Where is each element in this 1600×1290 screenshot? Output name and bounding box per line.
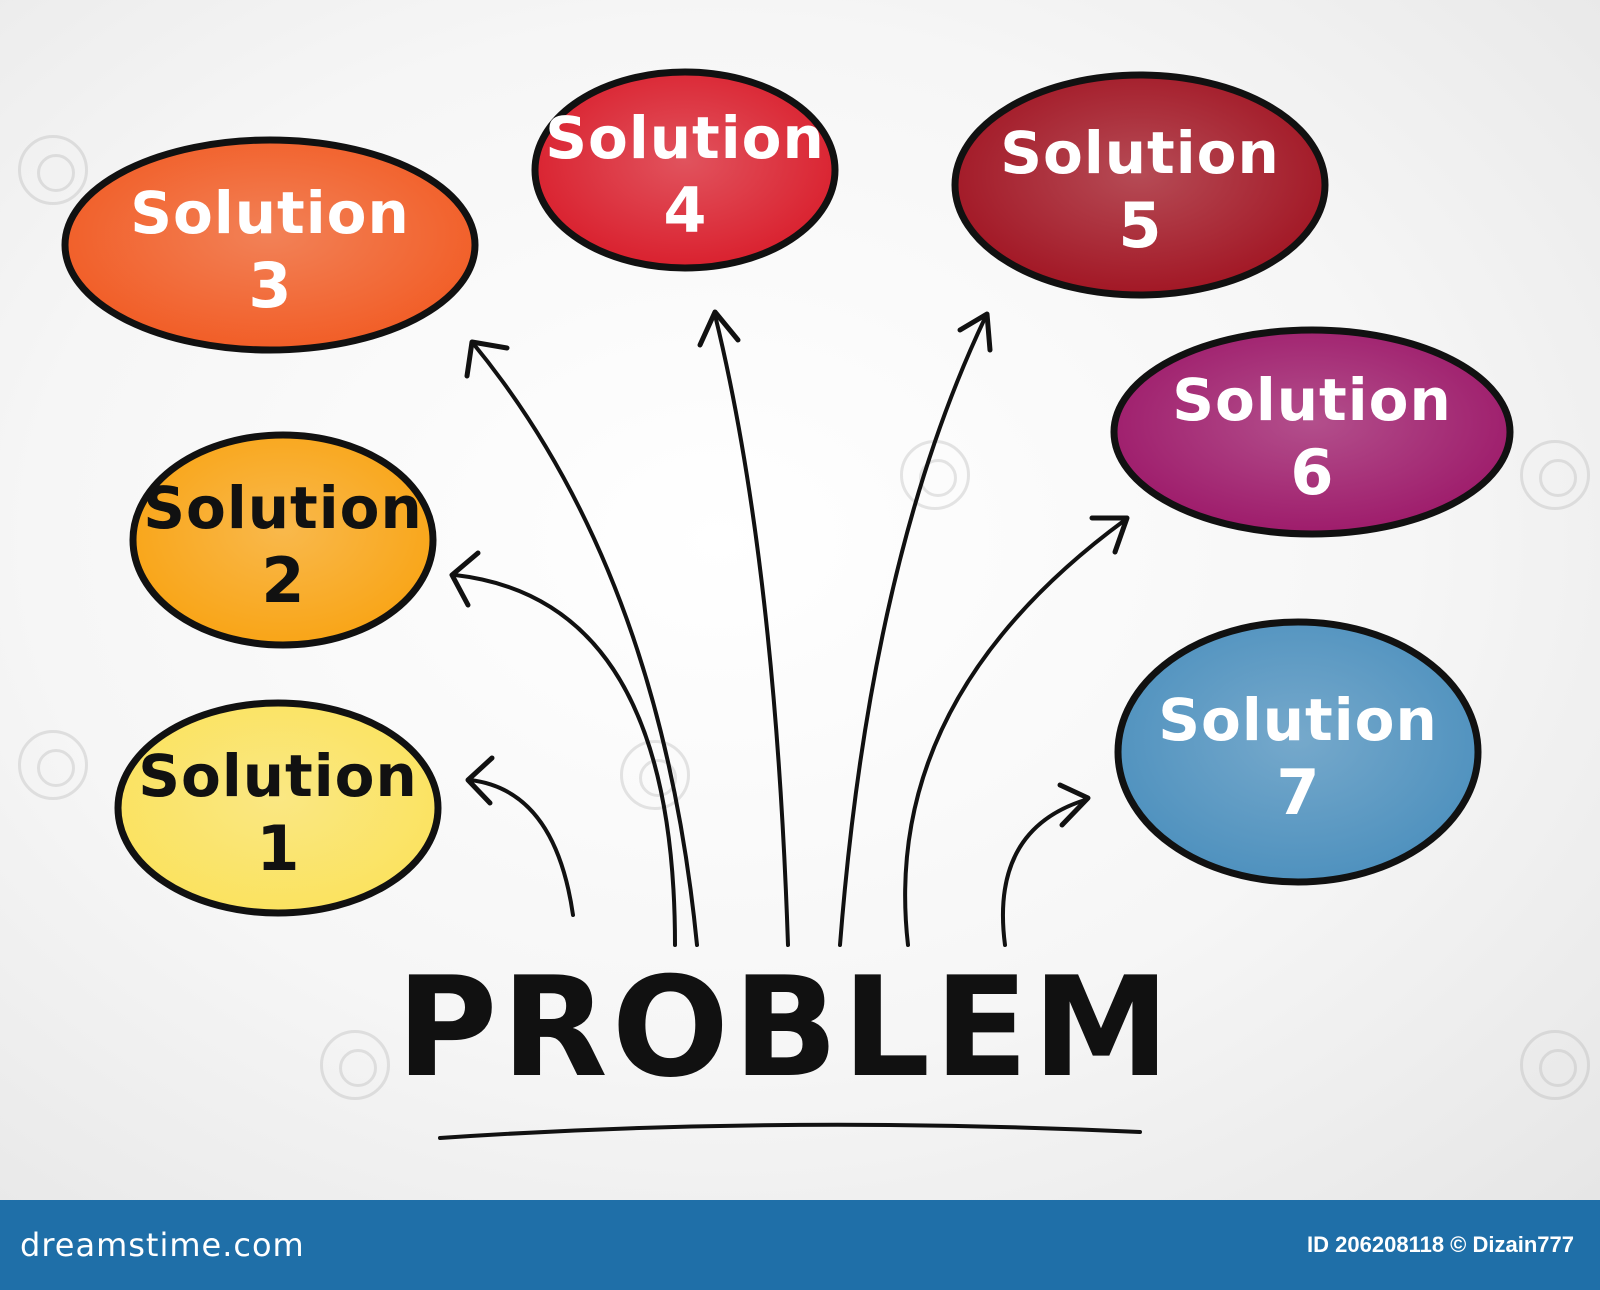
watermark-icon <box>1520 440 1590 510</box>
arrow-to-solution-1 <box>465 755 575 917</box>
arrow-line <box>838 316 987 947</box>
solution-label: Solution <box>143 474 423 542</box>
watermark-icon <box>18 135 88 205</box>
watermark-icon <box>18 730 88 800</box>
solution-number: 3 <box>248 249 291 322</box>
arrows-layer <box>449 309 1130 947</box>
arrowhead-icon <box>465 755 495 806</box>
solution-number: 5 <box>1118 189 1161 262</box>
arrow-line <box>713 313 790 947</box>
solution-label: Solution <box>545 104 825 172</box>
solution-label: Solution <box>1158 686 1438 754</box>
watermark-icon <box>620 740 690 810</box>
arrow-to-solution-3 <box>464 339 699 947</box>
solution-bubble <box>129 431 437 649</box>
mind-map-svg: Solution1Solution2Solution3Solution4Solu… <box>61 68 1514 1140</box>
solution-number: 6 <box>1290 436 1333 509</box>
solution-bubble <box>531 68 839 272</box>
arrowhead-icon <box>1089 515 1130 555</box>
solution-bubble <box>61 136 479 354</box>
problem-label: PROBLEM <box>396 947 1173 1108</box>
watermark-icon <box>320 1030 390 1100</box>
solution-label: Solution <box>1172 366 1452 434</box>
arrowhead-icon <box>1057 782 1091 828</box>
arrow-line <box>468 778 575 917</box>
solution-label: Solution <box>1000 119 1280 187</box>
solution-bubble <box>951 71 1329 299</box>
arrowhead-icon <box>697 309 741 348</box>
solution-number: 1 <box>256 812 299 885</box>
watermark-icon <box>1520 1030 1590 1100</box>
nodes-layer: Solution1Solution2Solution3Solution4Solu… <box>61 68 1514 917</box>
arrow-line <box>903 518 1127 947</box>
arrowhead-icon <box>957 311 993 353</box>
solution-bubble <box>114 699 442 917</box>
arrow-line <box>453 573 677 947</box>
arrowhead-icon <box>449 550 481 608</box>
footer-image-id: ID 206208118 © Dizain777 <box>1307 1232 1574 1257</box>
arrow-to-solution-4 <box>697 309 790 947</box>
arrow-to-solution-2 <box>449 550 677 947</box>
problem-layer: PROBLEM <box>396 947 1173 1140</box>
problem-underline <box>438 1122 1142 1140</box>
footer-bar: dreamstime.com ID 206208118 © Dizain777 <box>0 1200 1600 1290</box>
arrow-line <box>470 340 699 947</box>
solution-bubble <box>1110 326 1514 538</box>
footer-brand[interactable]: dreamstime.com <box>20 1226 305 1264</box>
arrow-to-solution-5 <box>838 311 993 947</box>
arrow-line <box>1000 798 1087 947</box>
arrow-to-solution-6 <box>903 515 1130 947</box>
arrow-to-solution-7 <box>1000 782 1091 947</box>
solution-bubble <box>1114 618 1482 886</box>
solution-number: 7 <box>1276 756 1319 829</box>
solution-number: 2 <box>261 544 304 617</box>
solution-number: 4 <box>663 174 706 247</box>
solution-label: Solution <box>138 742 418 810</box>
arrowhead-icon <box>464 339 510 379</box>
solution-label: Solution <box>130 179 410 247</box>
